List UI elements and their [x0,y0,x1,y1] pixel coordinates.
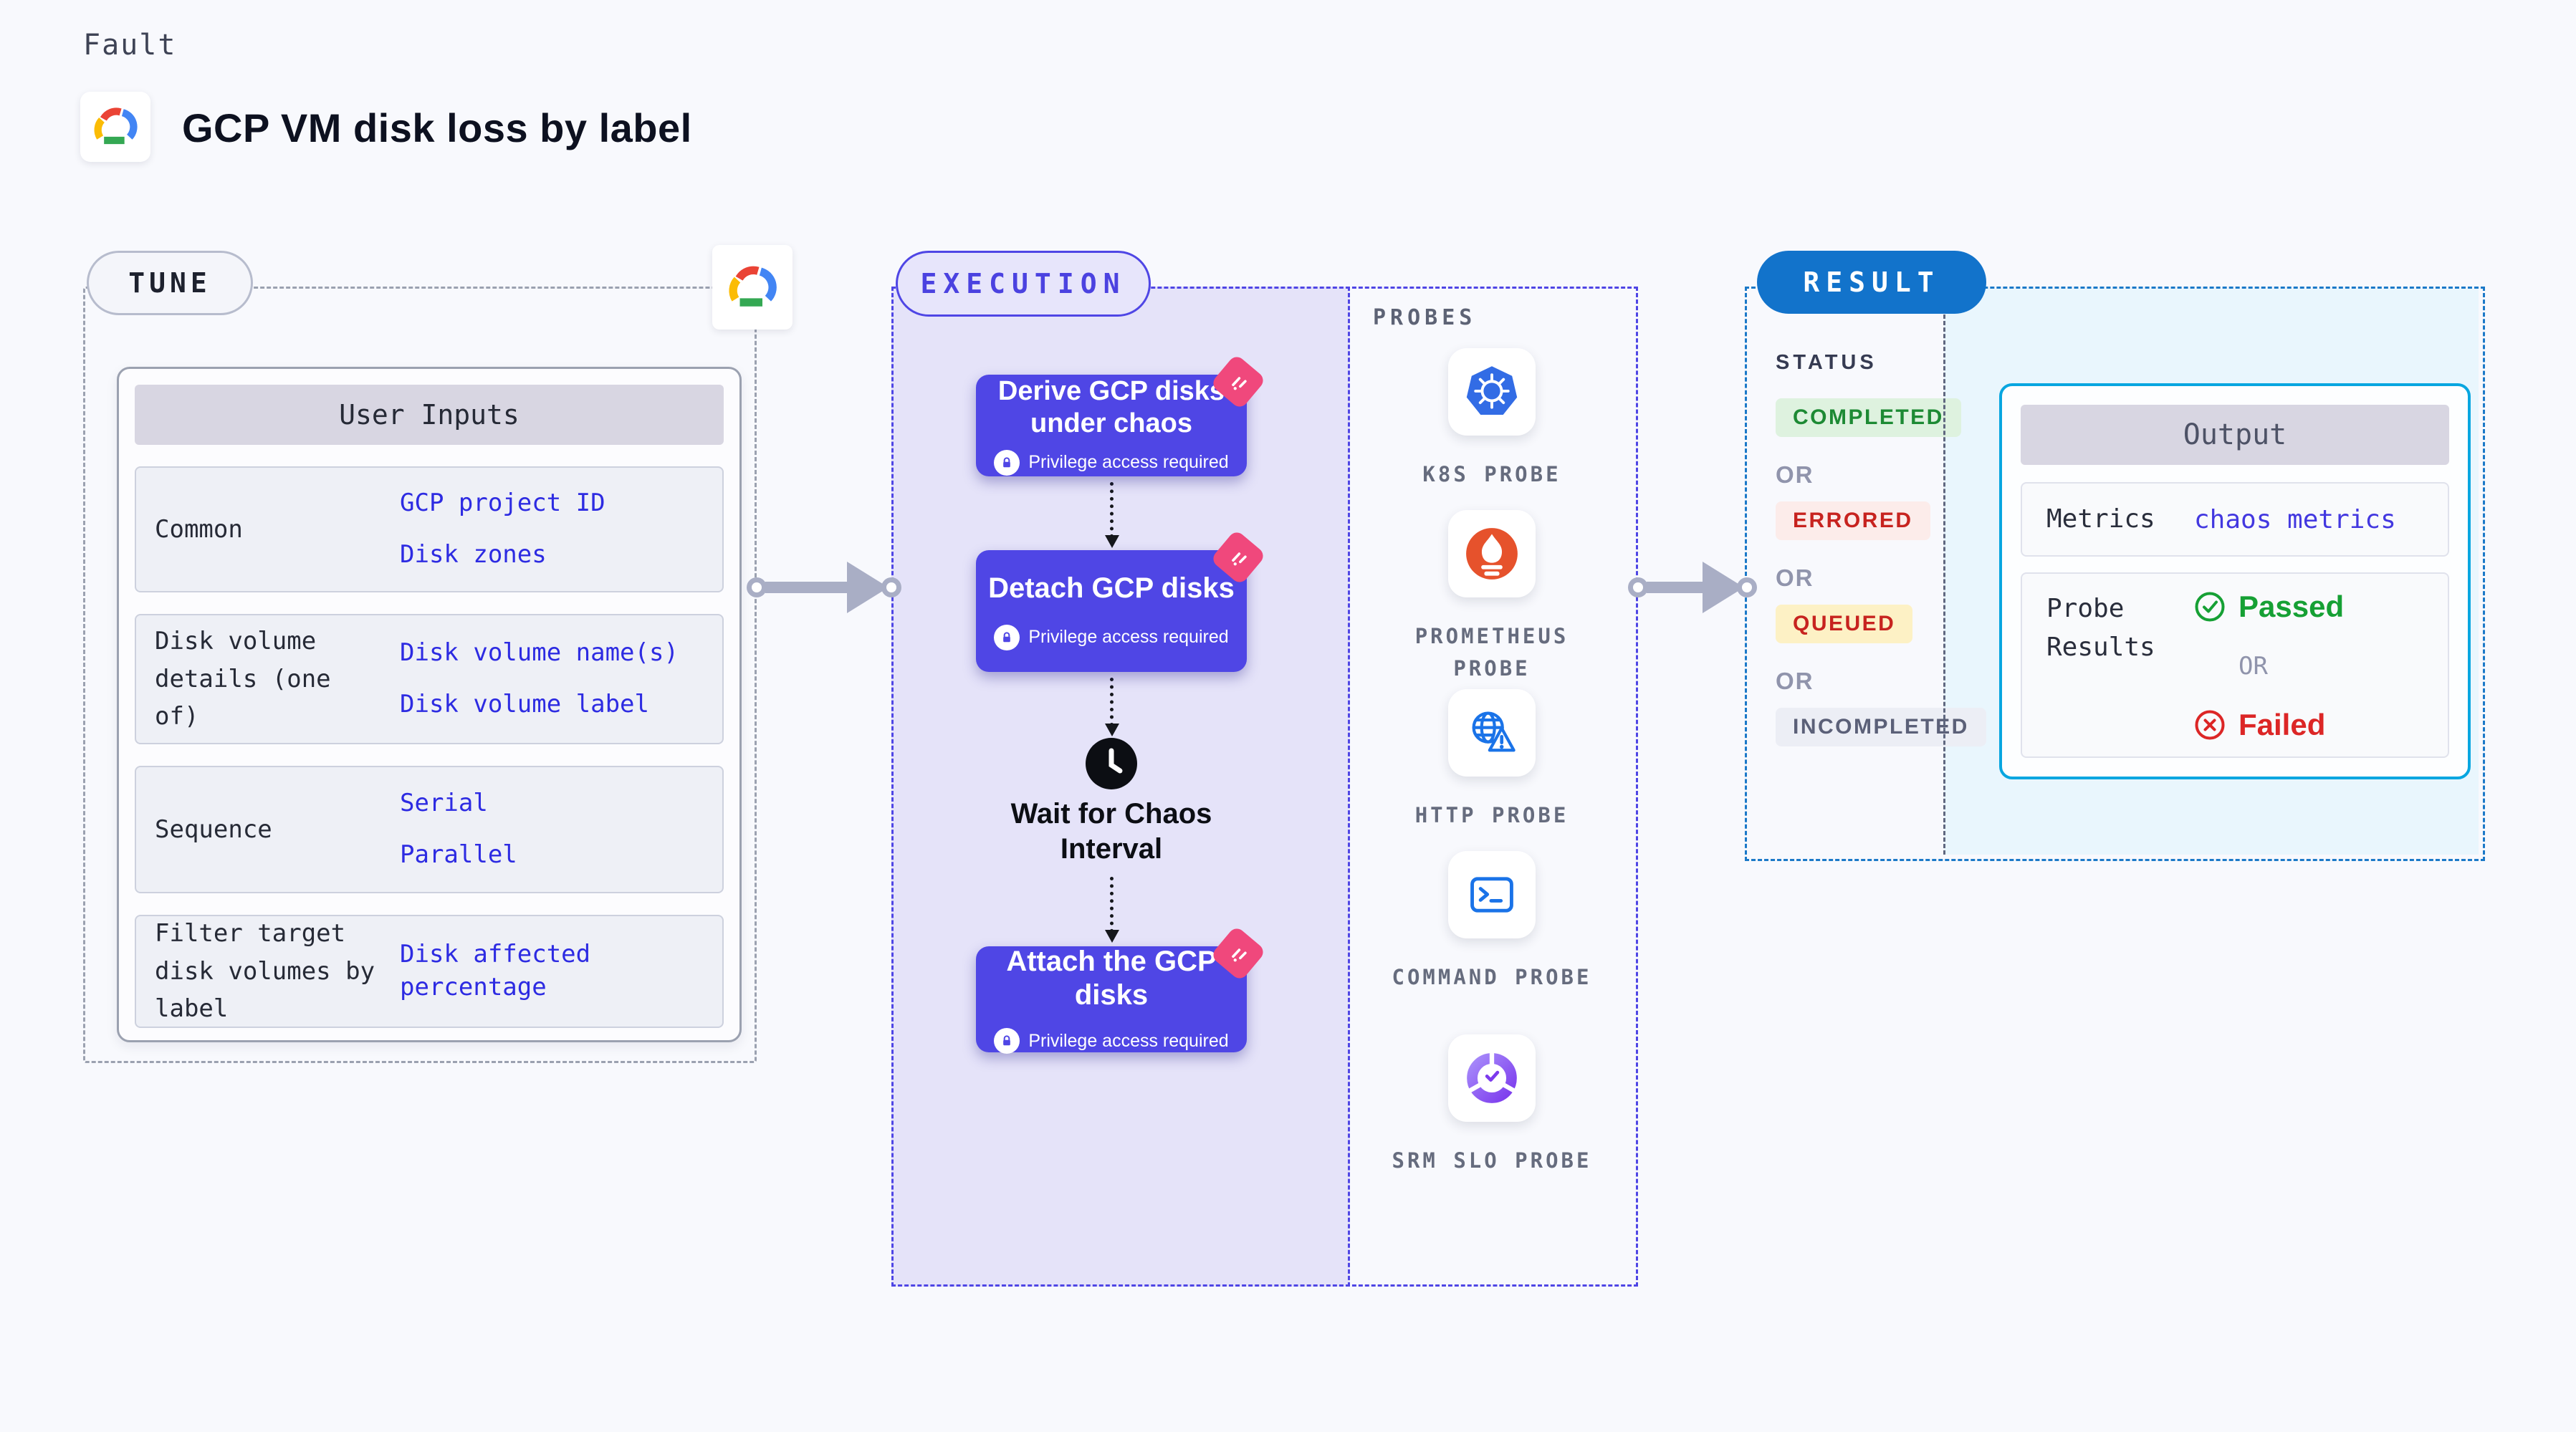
probe-card-prometheus [1448,510,1536,597]
privilege-label: Privilege access required [1028,452,1229,473]
user-inputs-header: User Inputs [135,385,724,445]
tune-section-box [83,287,757,1063]
metrics-label: Metrics [2046,504,2155,534]
lock-icon [994,624,1020,650]
x-circle-icon [2195,710,2225,740]
row-value: Parallel [400,840,517,869]
user-inputs-table: User Inputs Common GCP project ID Disk z… [117,367,742,1042]
or-separator: OR [1776,668,1814,694]
flow-connector [1105,678,1119,736]
status-badge-completed: COMPLETED [1776,398,1961,437]
or-separator: OR [1776,564,1814,591]
row-label: Filter target disk volumes by label [155,918,375,1024]
terminal-icon [1470,877,1513,913]
status-badge-incompleted: INCOMPLETED [1776,708,1986,746]
gcp-logo-card [80,92,150,162]
arrow-start-dot [747,577,767,597]
step-title: Detach GCP disks [988,572,1235,605]
tune-to-execution-arrow [747,562,901,613]
privilege-label: Privilege access required [1028,627,1229,648]
privilege-note: Privilege access required [994,1028,1229,1054]
lock-icon [994,1028,1020,1054]
row-value: Disk affected percentage [400,940,591,1001]
wait-for-chaos-label: Wait for Chaos Interval [1010,798,1212,865]
clock-icon [1086,738,1137,789]
page-title: GCP VM disk loss by label [182,105,692,150]
row-value: GCP project ID [400,489,605,518]
arrow-end-dot [881,577,901,597]
row-value: Disk zones [400,540,547,569]
row-value: Disk volume name(s) [400,638,679,668]
or-separator: OR [1776,461,1814,488]
table-row: Common GCP project ID Disk zones [135,466,724,592]
arrow-start-dot [1628,577,1648,597]
or-separator: OR [2239,651,2268,681]
probe-results-label: Probe Results [2046,594,2155,662]
result-badge: RESULT [1757,251,1986,314]
probe-label: K8S PROBE [1422,462,1561,486]
kubernetes-icon [1466,366,1518,415]
probe-card-http [1448,689,1536,777]
table-row: Disk volume details (one of) Disk volume… [135,614,724,744]
row-label: Common [155,514,243,544]
probe-results-row: Probe Results Passed OR Failed [2021,572,2449,758]
result-divider [1943,289,1945,855]
lock-icon [994,449,1020,476]
table-row: Sequence Serial Parallel [135,766,724,893]
probe-label: COMMAND PROBE [1392,965,1592,989]
metrics-value: chaos metrics [2194,504,2396,534]
gcp-cloud-icon [94,107,138,145]
check-circle-icon [2195,592,2225,622]
chaos-icon [1210,353,1267,410]
probe-card-k8s [1448,348,1536,436]
status-title: STATUS [1776,351,1877,374]
output-card: Output Metrics chaos metrics Probe Resul… [1999,383,2471,779]
row-value: Serial [400,789,488,818]
probe-label: HTTP PROBE [1414,803,1569,827]
privilege-note: Privilege access required [994,624,1229,650]
prometheus-icon [1466,528,1518,580]
passed-label: Passed [2239,590,2345,623]
status-badge-errored: ERRORED [1776,501,1930,540]
step-title: Attach the GCP disks [1006,945,1217,1011]
step-attach-gcp-disks: Attach the GCP disks Privilege access re… [976,925,1267,1054]
privilege-note: Privilege access required [994,449,1229,476]
page-kicker: Fault [83,29,177,62]
execution-badge: EXECUTION [896,251,1151,317]
gcp-cloud-icon [729,266,777,307]
globe-warning-icon [1472,711,1516,752]
arrow-shaft [1647,582,1704,593]
slo-donut-check-icon [1467,1052,1517,1103]
output-header: Output [2021,405,2449,465]
privilege-label: Privilege access required [1028,1030,1229,1051]
flow-connector [1105,877,1119,943]
probes-section-box [1346,287,1638,1287]
result-section-box [1745,287,2485,861]
arrow-end-dot [1737,577,1757,597]
probe-label: PROMETHEUS PROBE [1414,624,1569,681]
chaos-icon [1210,925,1267,982]
step-detach-gcp-disks: Detach GCP disks Privilege access requir… [976,529,1267,672]
arrow-shaft [765,582,848,593]
execution-to-result-arrow [1628,562,1757,613]
probe-card-command [1448,851,1536,938]
probes-title: PROBES [1373,305,1477,330]
probe-label: SRM SLO PROBE [1392,1148,1592,1173]
chaos-icon [1210,529,1267,586]
step-derive-gcp-disks: Derive GCP disks under chaos Privilege a… [976,353,1267,476]
table-row: Filter target disk volumes by label Disk… [135,915,724,1028]
flow-connector [1105,482,1119,548]
row-value: Disk volume label [400,690,649,719]
tune-badge: TUNE [87,251,253,315]
row-label: Sequence [155,814,272,844]
failed-label: Failed [2239,708,2326,741]
status-badge-queued: QUEUED [1776,605,1913,643]
step-title: Derive GCP disks under chaos [997,376,1225,438]
row-label: Disk volume details (one of) [155,626,331,731]
tune-corner-gcp-card [712,245,793,330]
probe-card-srm-slo [1448,1034,1536,1122]
metrics-row: Metrics chaos metrics [2021,482,2449,557]
